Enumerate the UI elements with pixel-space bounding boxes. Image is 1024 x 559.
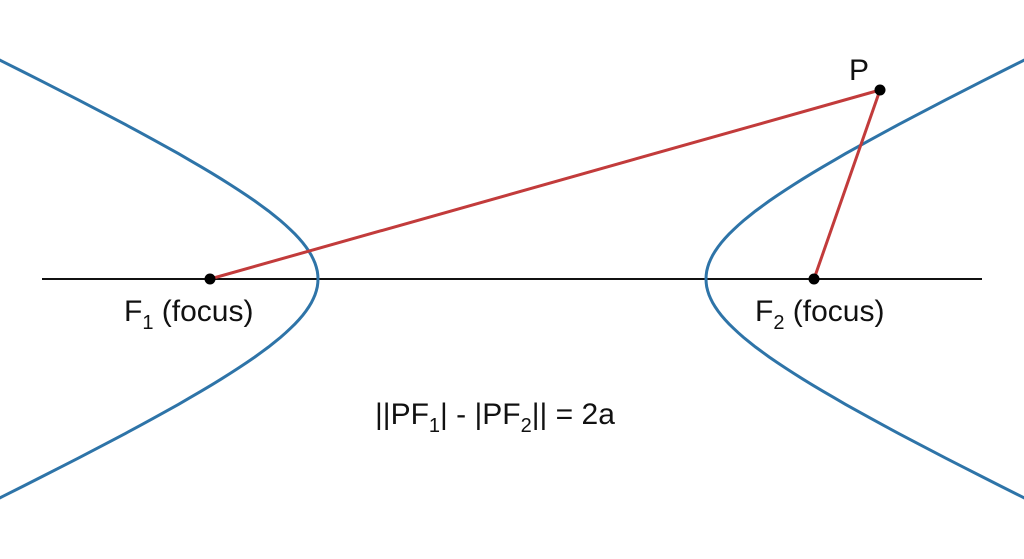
focus-2-suffix: (focus)	[784, 295, 884, 328]
equation-part-2: | - |PF	[440, 398, 521, 431]
focus-2-point	[808, 273, 820, 285]
focus-1-subscript: 1	[142, 312, 153, 334]
focus-2-subscript: 2	[773, 312, 784, 334]
focus-2-letter: F	[755, 295, 773, 328]
definition-equation: ||PF1| - |PF2|| = 2a	[375, 398, 615, 437]
equation-subscript-2: 2	[521, 415, 532, 437]
equation-part-1: ||PF	[375, 398, 429, 431]
point-p	[874, 84, 886, 96]
focus-1-letter: F	[124, 295, 142, 328]
focus-1-point	[204, 273, 216, 285]
focus-1-suffix: (focus)	[153, 295, 253, 328]
focus-2-label: F2 (focus)	[755, 295, 884, 334]
focus-1-label: F1 (focus)	[124, 295, 253, 334]
equation-subscript-1: 1	[429, 415, 440, 437]
equation-part-3: || = 2a	[532, 398, 615, 431]
hyperbola-left-branch	[0, 58, 320, 500]
hyperbola-right-branch	[704, 58, 1024, 500]
point-p-label: P	[849, 54, 869, 87]
segment-p-f2	[812, 89, 882, 280]
segment-p-f1	[209, 88, 881, 281]
